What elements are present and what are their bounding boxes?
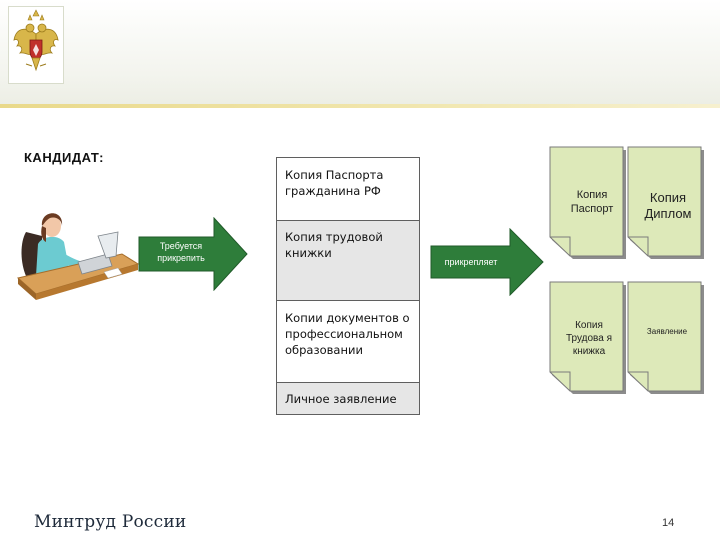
arrow-attaches: прикрепляет [430,228,544,296]
document-passport-copy: Копия Паспорта гражданина РФ [277,158,419,221]
card-workbook-copy-label: Копия Трудова я книжка [565,320,612,357]
page-number: 14 [662,517,675,529]
card-application: Заявление [627,281,707,398]
card-diploma-copy: Копия Диплом [627,146,707,263]
candidate-label: КАНДИДАТ: [24,150,104,165]
arrow-attaches-label: прикрепляет [444,257,498,267]
card-workbook-copy: Копия Трудова я книжка [549,281,629,398]
footer-brand: Минтруд России [34,512,187,532]
card-diploma-copy-label: Копия Диплом [644,190,692,221]
documents-table: Копия Паспорта гражданина РФ Копия трудо… [276,157,420,415]
emblem-icon [8,6,64,84]
header-band [0,0,720,106]
document-education-copies: Копии документов о профессиональном обра… [277,301,419,383]
document-workbook-copy: Копия трудовой книжки [277,221,419,301]
arrow-requires-attach: Требуется прикрепить [138,217,248,291]
card-passport-copy-label: Копия Паспорт [570,189,614,215]
card-application-label: Заявление [646,327,688,336]
header-divider [0,104,720,108]
person-at-desk-illustration [12,192,140,310]
card-passport-copy: Копия Паспорт [549,146,629,263]
document-personal-application: Личное заявление [277,383,419,414]
arrow-requires-attach-label: Требуется прикрепить [157,241,205,263]
